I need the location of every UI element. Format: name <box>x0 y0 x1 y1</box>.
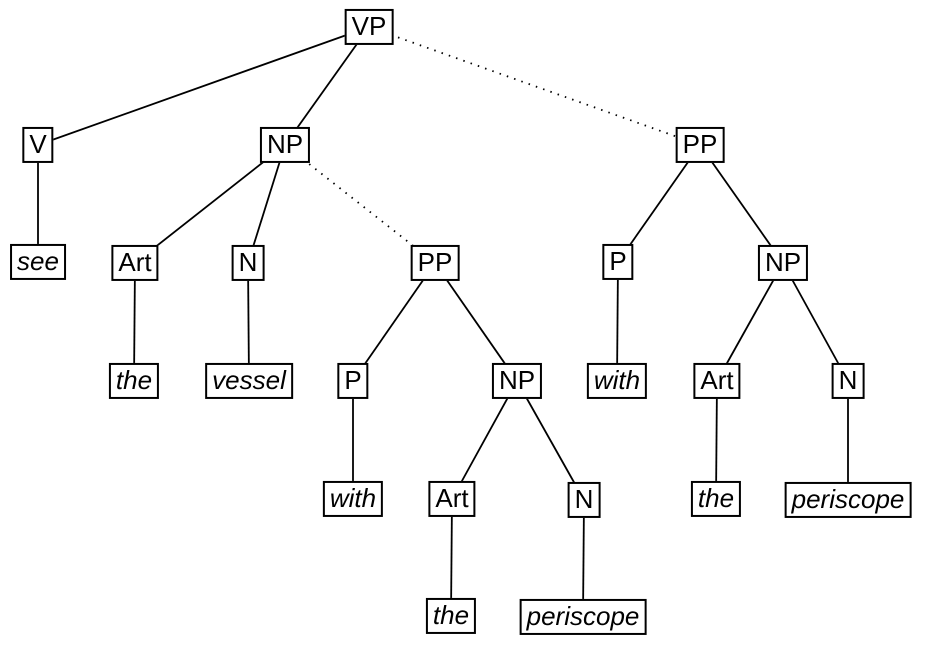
tree-edge-pp1-np2 <box>434 262 518 382</box>
tree-edge-art2-the2 <box>450 498 453 617</box>
tree-edge-art3-the3 <box>715 380 718 500</box>
tree-edge-np3-n3 <box>782 262 849 382</box>
tree-edge-vp-np1 <box>284 26 370 146</box>
tree-edge-n2-periscope1 <box>582 499 585 618</box>
tree-edge-np2-n2 <box>516 380 585 501</box>
tree-edge-np1-art1 <box>134 144 286 264</box>
tree-node-art1: Art <box>111 244 159 282</box>
tree-node-art2: Art <box>428 480 476 518</box>
node-label: Art <box>118 246 152 277</box>
node-label: Art <box>435 482 469 513</box>
node-label: with <box>329 482 377 513</box>
node-label: see <box>17 245 59 276</box>
node-label: VP <box>351 10 387 41</box>
tree-node-periscope2: periscope <box>784 481 912 519</box>
node-label: N <box>838 364 858 395</box>
tree-node-see: see <box>10 243 66 281</box>
tree-edge-np2-art2 <box>451 380 518 500</box>
tree-node-n1: N <box>231 244 265 282</box>
node-label: N <box>574 483 594 514</box>
node-label: vessel <box>212 364 286 395</box>
tree-node-pp2: PP <box>675 126 725 164</box>
node-label: the <box>115 364 153 395</box>
tree-edge-pp1-p1 <box>352 262 436 382</box>
tree-node-v: V <box>22 126 54 164</box>
tree-node-vessel: vessel <box>205 362 293 400</box>
node-label: the <box>697 482 735 513</box>
node-label: N <box>238 246 258 277</box>
tree-edge-np3-art3 <box>716 262 784 382</box>
tree-node-p2: P <box>602 243 634 281</box>
node-label: NP <box>764 246 802 277</box>
node-label: Art <box>700 364 734 395</box>
tree-edge-p2-with2 <box>616 261 619 382</box>
tree-node-np2: NP <box>491 362 543 400</box>
tree-node-with1: with <box>322 480 384 518</box>
tree-node-periscope1: periscope <box>519 598 647 636</box>
tree-edge-np1-pp1-dotted <box>284 144 436 264</box>
tree-node-art3: Art <box>693 362 741 400</box>
tree-edge-vp-pp2-dotted <box>368 26 701 146</box>
node-label: with <box>593 364 641 395</box>
tree-edge-np1-n1 <box>247 144 286 264</box>
tree-node-p1: P <box>337 362 369 400</box>
tree-node-np1: NP <box>259 126 311 164</box>
tree-node-the1: the <box>108 362 160 400</box>
node-label: periscope <box>791 483 905 514</box>
tree-edge-art1-the1 <box>133 262 136 382</box>
node-label: PP <box>417 246 453 277</box>
tree-node-np3: NP <box>757 244 809 282</box>
node-label: NP <box>498 364 536 395</box>
tree-node-the3: the <box>690 480 742 518</box>
tree-edge-vp-v <box>37 26 370 146</box>
tree-node-with2: with <box>586 362 648 400</box>
node-label: periscope <box>526 600 640 631</box>
node-label: V <box>29 128 47 159</box>
node-label: P <box>344 364 362 395</box>
tree-edge-pp2-p2 <box>617 144 701 263</box>
tree-node-pp1: PP <box>410 244 460 282</box>
node-label: P <box>609 245 627 276</box>
tree-node-vp: VP <box>344 8 394 46</box>
tree-node-the2: the <box>425 597 477 635</box>
node-label: NP <box>266 128 304 159</box>
tree-node-n2: N <box>567 481 601 519</box>
node-label: the <box>432 599 470 630</box>
tree-edge-pp2-np3 <box>699 144 784 264</box>
node-label: PP <box>682 128 718 159</box>
tree-edge-n1-vessel <box>247 262 250 382</box>
tree-node-n3: N <box>831 362 865 400</box>
